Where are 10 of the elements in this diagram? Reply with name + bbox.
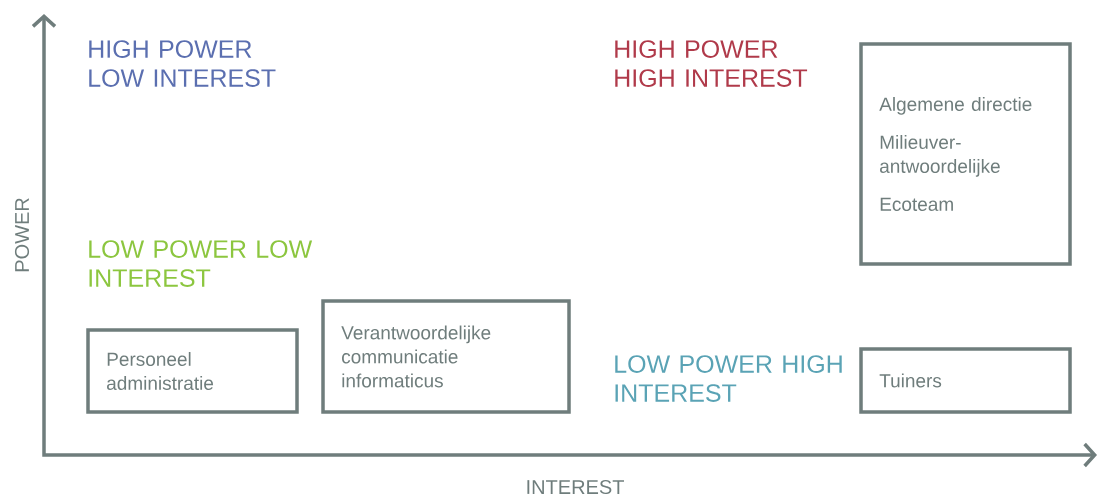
stakeholder-box: Algemene directie Milieuver-antwoordelijke Ecoteam: [859, 42, 1072, 266]
quadrant-label: LOW POWER LOW INTEREST: [89, 240, 313, 287]
quadrant-label: LOW POWER HIGH INTEREST: [615, 355, 842, 402]
stakeholder-box: Tuiners: [859, 347, 1072, 414]
quadrant-label: HIGH POWER HIGH INTEREST: [615, 40, 808, 87]
quadrant-label: HIGH POWER LOW INTEREST: [89, 40, 276, 87]
stakeholder-box: Personeel administratie: [86, 328, 299, 414]
axis-label: INTEREST: [527, 479, 624, 495]
axis-label: POWER: [14, 198, 30, 272]
stakeholder-box: Verantwoordelijke communicatie informaticus: [321, 299, 571, 414]
